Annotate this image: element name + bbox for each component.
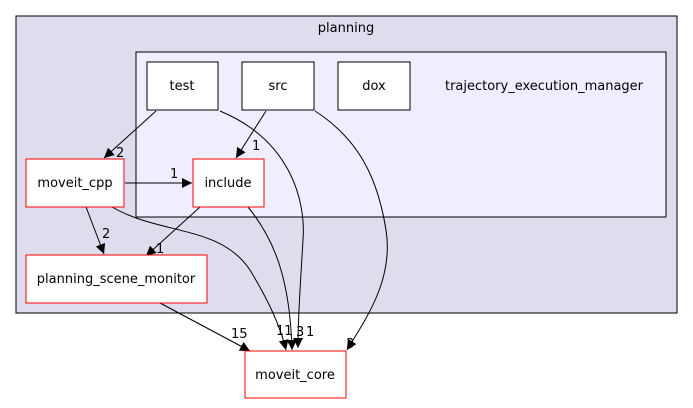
edge-include-moveit-core bbox=[247, 206, 297, 351]
node-dox[interactable]: dox bbox=[337, 61, 411, 111]
cluster-planning-label: planning bbox=[318, 21, 374, 36]
edge-src-include bbox=[235, 110, 267, 159]
edge-include-psm bbox=[145, 206, 201, 257]
node-src-label: src bbox=[269, 79, 288, 94]
edge-test-moveit-core bbox=[219, 110, 304, 349]
node-include[interactable]: include bbox=[192, 158, 265, 208]
node-test-label: test bbox=[170, 79, 195, 94]
edge-moveit-cpp-psm bbox=[85, 206, 106, 255]
node-moveit-core[interactable]: moveit_core bbox=[244, 350, 347, 399]
edge-label-psm-moveit-core: 15 bbox=[231, 327, 248, 342]
edge-src-moveit-core bbox=[314, 110, 388, 351]
cluster-trajectory-execution-manager-label: trajectory_execution_manager bbox=[445, 79, 644, 94]
edge-label-include-moveit-core: 3 bbox=[296, 325, 304, 340]
edges: 2 1 1 3 1 2 11 1 3 15 bbox=[85, 110, 388, 352]
node-src[interactable]: src bbox=[241, 61, 315, 111]
node-moveit-cpp-label: moveit_cpp bbox=[37, 176, 112, 191]
node-moveit-core-label: moveit_core bbox=[255, 368, 335, 383]
edge-label-src-moveit-core: 3 bbox=[346, 337, 354, 352]
node-include-label: include bbox=[204, 176, 251, 191]
node-dox-label: dox bbox=[362, 79, 386, 94]
edge-label-test-moveit-cpp: 2 bbox=[116, 146, 124, 161]
edge-moveit-cpp-moveit-core bbox=[111, 206, 289, 351]
edge-label-moveit-cpp-psm: 2 bbox=[102, 227, 110, 242]
edge-label-test-moveit-core: 1 bbox=[306, 325, 314, 340]
edge-label-moveit-cpp-include: 1 bbox=[170, 167, 178, 182]
edge-label-include-psm: 1 bbox=[156, 242, 164, 257]
edge-label-src-include: 1 bbox=[252, 139, 260, 154]
edge-psm-moveit-core bbox=[159, 302, 251, 352]
node-planning-scene-monitor[interactable]: planning_scene_monitor bbox=[25, 254, 208, 304]
edge-test-moveit-cpp bbox=[103, 110, 157, 159]
node-moveit-cpp[interactable]: moveit_cpp bbox=[25, 158, 125, 208]
node-test[interactable]: test bbox=[146, 61, 219, 111]
node-planning-scene-monitor-label: planning_scene_monitor bbox=[37, 272, 196, 287]
edge-label-moveit-cpp-moveit-core: 11 bbox=[276, 324, 293, 339]
